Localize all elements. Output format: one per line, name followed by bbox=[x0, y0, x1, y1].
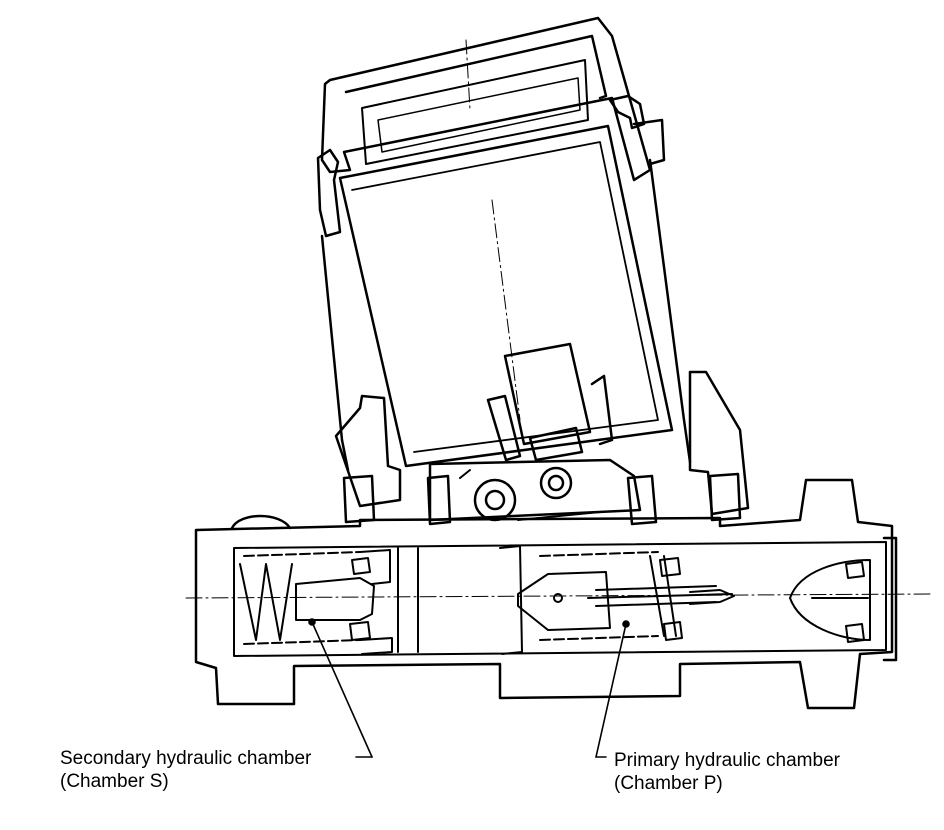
secondary-chamber-label-line2: (Chamber S) bbox=[60, 771, 169, 792]
primary-leader-line bbox=[595, 623, 627, 758]
cylinder-internals bbox=[239, 545, 871, 655]
cylinder-body bbox=[185, 478, 931, 710]
primary-chamber-label: Primary hydraulic chamber (Chamber P) bbox=[614, 749, 840, 795]
reservoir-tank bbox=[316, 16, 692, 472]
secondary-leader-line bbox=[311, 621, 373, 758]
secondary-chamber-label-line1: Secondary hydraulic chamber bbox=[60, 748, 312, 769]
primary-chamber-label-line2: (Chamber P) bbox=[614, 773, 723, 794]
primary-chamber-label-line1: Primary hydraulic chamber bbox=[614, 750, 840, 771]
leader-lines bbox=[308, 618, 630, 758]
secondary-chamber-label: Secondary hydraulic chamber (Chamber S) bbox=[60, 747, 311, 793]
